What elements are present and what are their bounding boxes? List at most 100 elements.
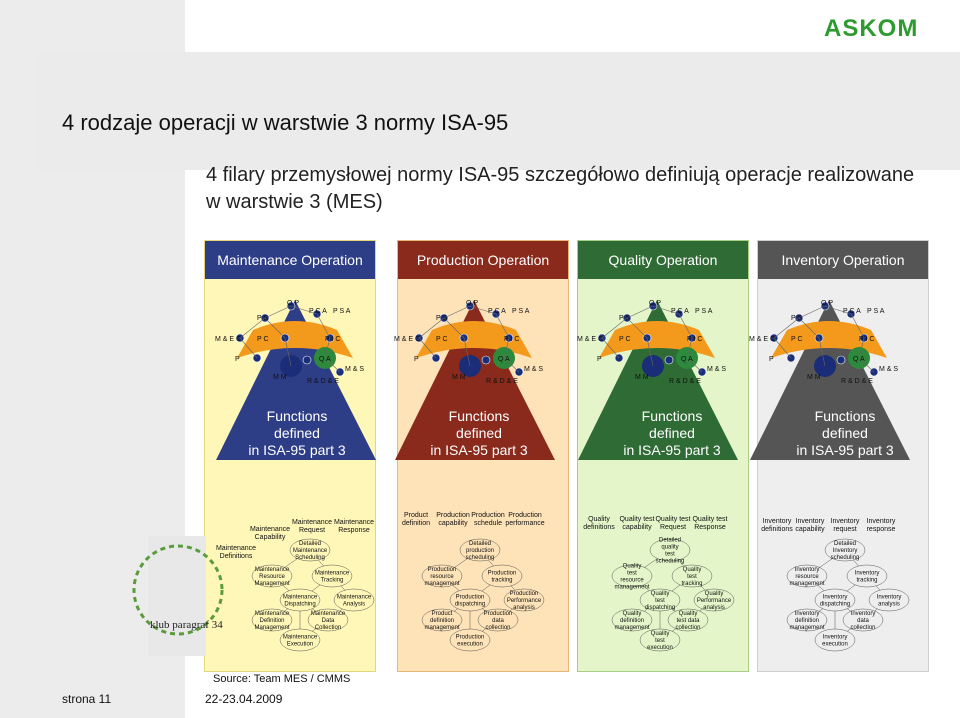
label-psa: P S A bbox=[695, 308, 713, 315]
footer-date: 22-23.04.2009 bbox=[205, 692, 282, 706]
node-dot bbox=[665, 356, 673, 364]
functions-line3: in ISA-95 part 3 bbox=[597, 442, 747, 459]
label-op: O P bbox=[821, 300, 833, 307]
label-ps: P S bbox=[791, 315, 802, 322]
production-header: Productdefinition bbox=[402, 512, 430, 527]
label-pc: P C bbox=[791, 336, 803, 343]
label-ps: P S bbox=[619, 315, 630, 322]
label-rde: R & D & E bbox=[486, 378, 518, 385]
node-dot bbox=[303, 356, 311, 364]
functions-line1: Functions bbox=[597, 408, 747, 425]
label-mm: M M bbox=[635, 374, 649, 381]
functions-line3: in ISA-95 part 3 bbox=[222, 442, 372, 459]
quality-header: Quality testRequest bbox=[655, 516, 690, 531]
label-qa: Q A bbox=[681, 356, 693, 363]
functions-line1: Functions bbox=[222, 408, 372, 425]
label-ms: M & S bbox=[524, 366, 543, 373]
label-p: P bbox=[235, 356, 240, 363]
production-header: Productionschedule bbox=[471, 512, 505, 527]
label-rde: R & D & E bbox=[307, 378, 339, 385]
label-psa: P S A bbox=[867, 308, 885, 315]
functions-line1: Functions bbox=[770, 408, 920, 425]
label-p: P bbox=[414, 356, 419, 363]
inventory-function-label: DetailedInventoryscheduling bbox=[831, 541, 860, 561]
label-psa: P S A bbox=[512, 308, 530, 315]
label-mm: M M bbox=[273, 374, 287, 381]
production-function-label: Productionexecution bbox=[456, 635, 485, 648]
label-pca: P C A bbox=[843, 308, 861, 315]
label-op: O P bbox=[649, 300, 661, 307]
label-pc: P C bbox=[257, 336, 269, 343]
label-p: P bbox=[597, 356, 602, 363]
label-mec: M & E C bbox=[749, 336, 775, 343]
label-p: P bbox=[769, 356, 774, 363]
node-dot bbox=[837, 356, 845, 364]
label-pic: P I C bbox=[504, 336, 519, 343]
inventory-functions-label: Functions defined in ISA-95 part 3 bbox=[770, 408, 920, 459]
club-logo-text: klub paragraf 34 bbox=[150, 619, 223, 631]
functions-line2: defined bbox=[404, 425, 554, 442]
label-pca: P C A bbox=[671, 308, 689, 315]
label-pca: P C A bbox=[488, 308, 506, 315]
maintenance-functions-label: Functions defined in ISA-95 part 3 bbox=[222, 408, 372, 459]
label-ms: M & S bbox=[707, 366, 726, 373]
functions-line3: in ISA-95 part 3 bbox=[404, 442, 554, 459]
label-pic: P I C bbox=[859, 336, 874, 343]
functions-line1: Functions bbox=[404, 408, 554, 425]
label-mec: M & E C bbox=[577, 336, 603, 343]
label-ps: P S bbox=[436, 315, 447, 322]
label-mec: M & E C bbox=[394, 336, 420, 343]
quality-header: Quality testcapability bbox=[619, 516, 654, 531]
production-functions-label: Functions defined in ISA-95 part 3 bbox=[404, 408, 554, 459]
label-mec: M & E C bbox=[215, 336, 241, 343]
functions-line3: in ISA-95 part 3 bbox=[770, 442, 920, 459]
label-rde: R & D & E bbox=[669, 378, 701, 385]
club-logo-bg bbox=[148, 536, 206, 656]
source-note: Source: Team MES / CMMS bbox=[213, 673, 350, 685]
inventory-function-label: Inventoryanalysis bbox=[877, 595, 902, 608]
label-op: O P bbox=[466, 300, 478, 307]
label-psa: P S A bbox=[333, 308, 351, 315]
label-pc: P C bbox=[436, 336, 448, 343]
node-dot bbox=[482, 356, 490, 364]
maintenance-header: MaintenanceCapability bbox=[250, 526, 290, 541]
label-qa: Q A bbox=[319, 356, 331, 363]
label-pc: P C bbox=[619, 336, 631, 343]
functions-line2: defined bbox=[597, 425, 747, 442]
label-qa: Q A bbox=[853, 356, 865, 363]
label-rde: R & D & E bbox=[841, 378, 873, 385]
label-pic: P I C bbox=[325, 336, 340, 343]
functions-line2: defined bbox=[222, 425, 372, 442]
inventory-function-label: Inventorytracking bbox=[855, 571, 880, 584]
label-mm: M M bbox=[807, 374, 821, 381]
quality-functions-label: Functions defined in ISA-95 part 3 bbox=[597, 408, 747, 459]
label-pca: P C A bbox=[309, 308, 327, 315]
label-ms: M & S bbox=[879, 366, 898, 373]
maintenance-header: MaintenanceDefinitions bbox=[216, 545, 256, 560]
club-logo: klub paragraf 34 bbox=[134, 536, 223, 656]
label-pic: P I C bbox=[687, 336, 702, 343]
functions-line2: defined bbox=[770, 425, 920, 442]
maintenance-function-label: MaintenanceDispatching bbox=[283, 595, 318, 608]
page-number: strona 11 bbox=[62, 692, 111, 706]
maintenance-function-label: MaintenanceExecution bbox=[283, 635, 318, 648]
label-ms: M & S bbox=[345, 366, 364, 373]
maintenance-header: MaintenanceRequest bbox=[292, 519, 332, 534]
